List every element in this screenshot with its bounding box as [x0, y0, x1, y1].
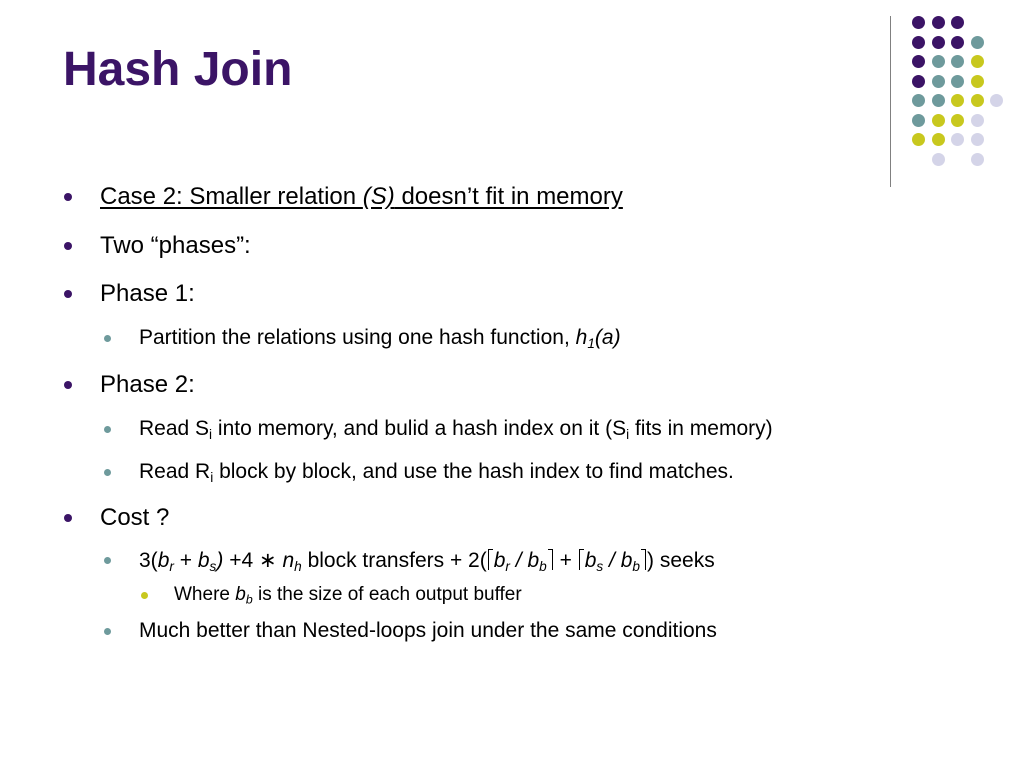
slide-title: Hash Join: [63, 43, 293, 96]
bullet-dot: [104, 557, 111, 564]
ceiling-right-bracket: [640, 548, 647, 572]
bullet-text: Much better than Nested-loops join under…: [139, 619, 717, 642]
bullet-dot: [104, 469, 111, 476]
ceiling-left-bracket: [487, 548, 494, 572]
bullet-text: Partition the relations using one hash f…: [139, 326, 621, 352]
bullet-text: Phase 2:: [100, 371, 195, 398]
bullet-text: Two “phases”:: [100, 232, 251, 259]
ceiling-right-bracket: [547, 548, 554, 572]
bullet-dot: [104, 628, 111, 635]
bullet-text: Where bb is the size of each output buff…: [174, 584, 522, 607]
bullet-dot: [64, 193, 72, 201]
bullet-text: Cost ?: [100, 504, 170, 531]
cost-formula: 3(br + bs) +4 ∗ nh block transfers + 2(b…: [139, 548, 715, 575]
ceiling-left-bracket: [578, 548, 585, 572]
bullet-dot: [64, 242, 72, 250]
bullet-dot: [64, 381, 72, 389]
title-divider-line: [890, 16, 891, 187]
bullet-text: Read Si into memory, and bulid a hash in…: [139, 417, 773, 443]
bullet-text: Phase 1:: [100, 280, 195, 307]
bullet-text: Case 2: Smaller relation (S) doesn’t fit…: [100, 183, 623, 210]
bullet-dot: [104, 426, 111, 433]
bullet-text: Read Ri block by block, and use the hash…: [139, 460, 734, 486]
bullet-dot: [64, 514, 72, 522]
bullet-dot: [104, 335, 111, 342]
bullet-dot: [141, 592, 148, 599]
bullet-dot: [64, 290, 72, 298]
